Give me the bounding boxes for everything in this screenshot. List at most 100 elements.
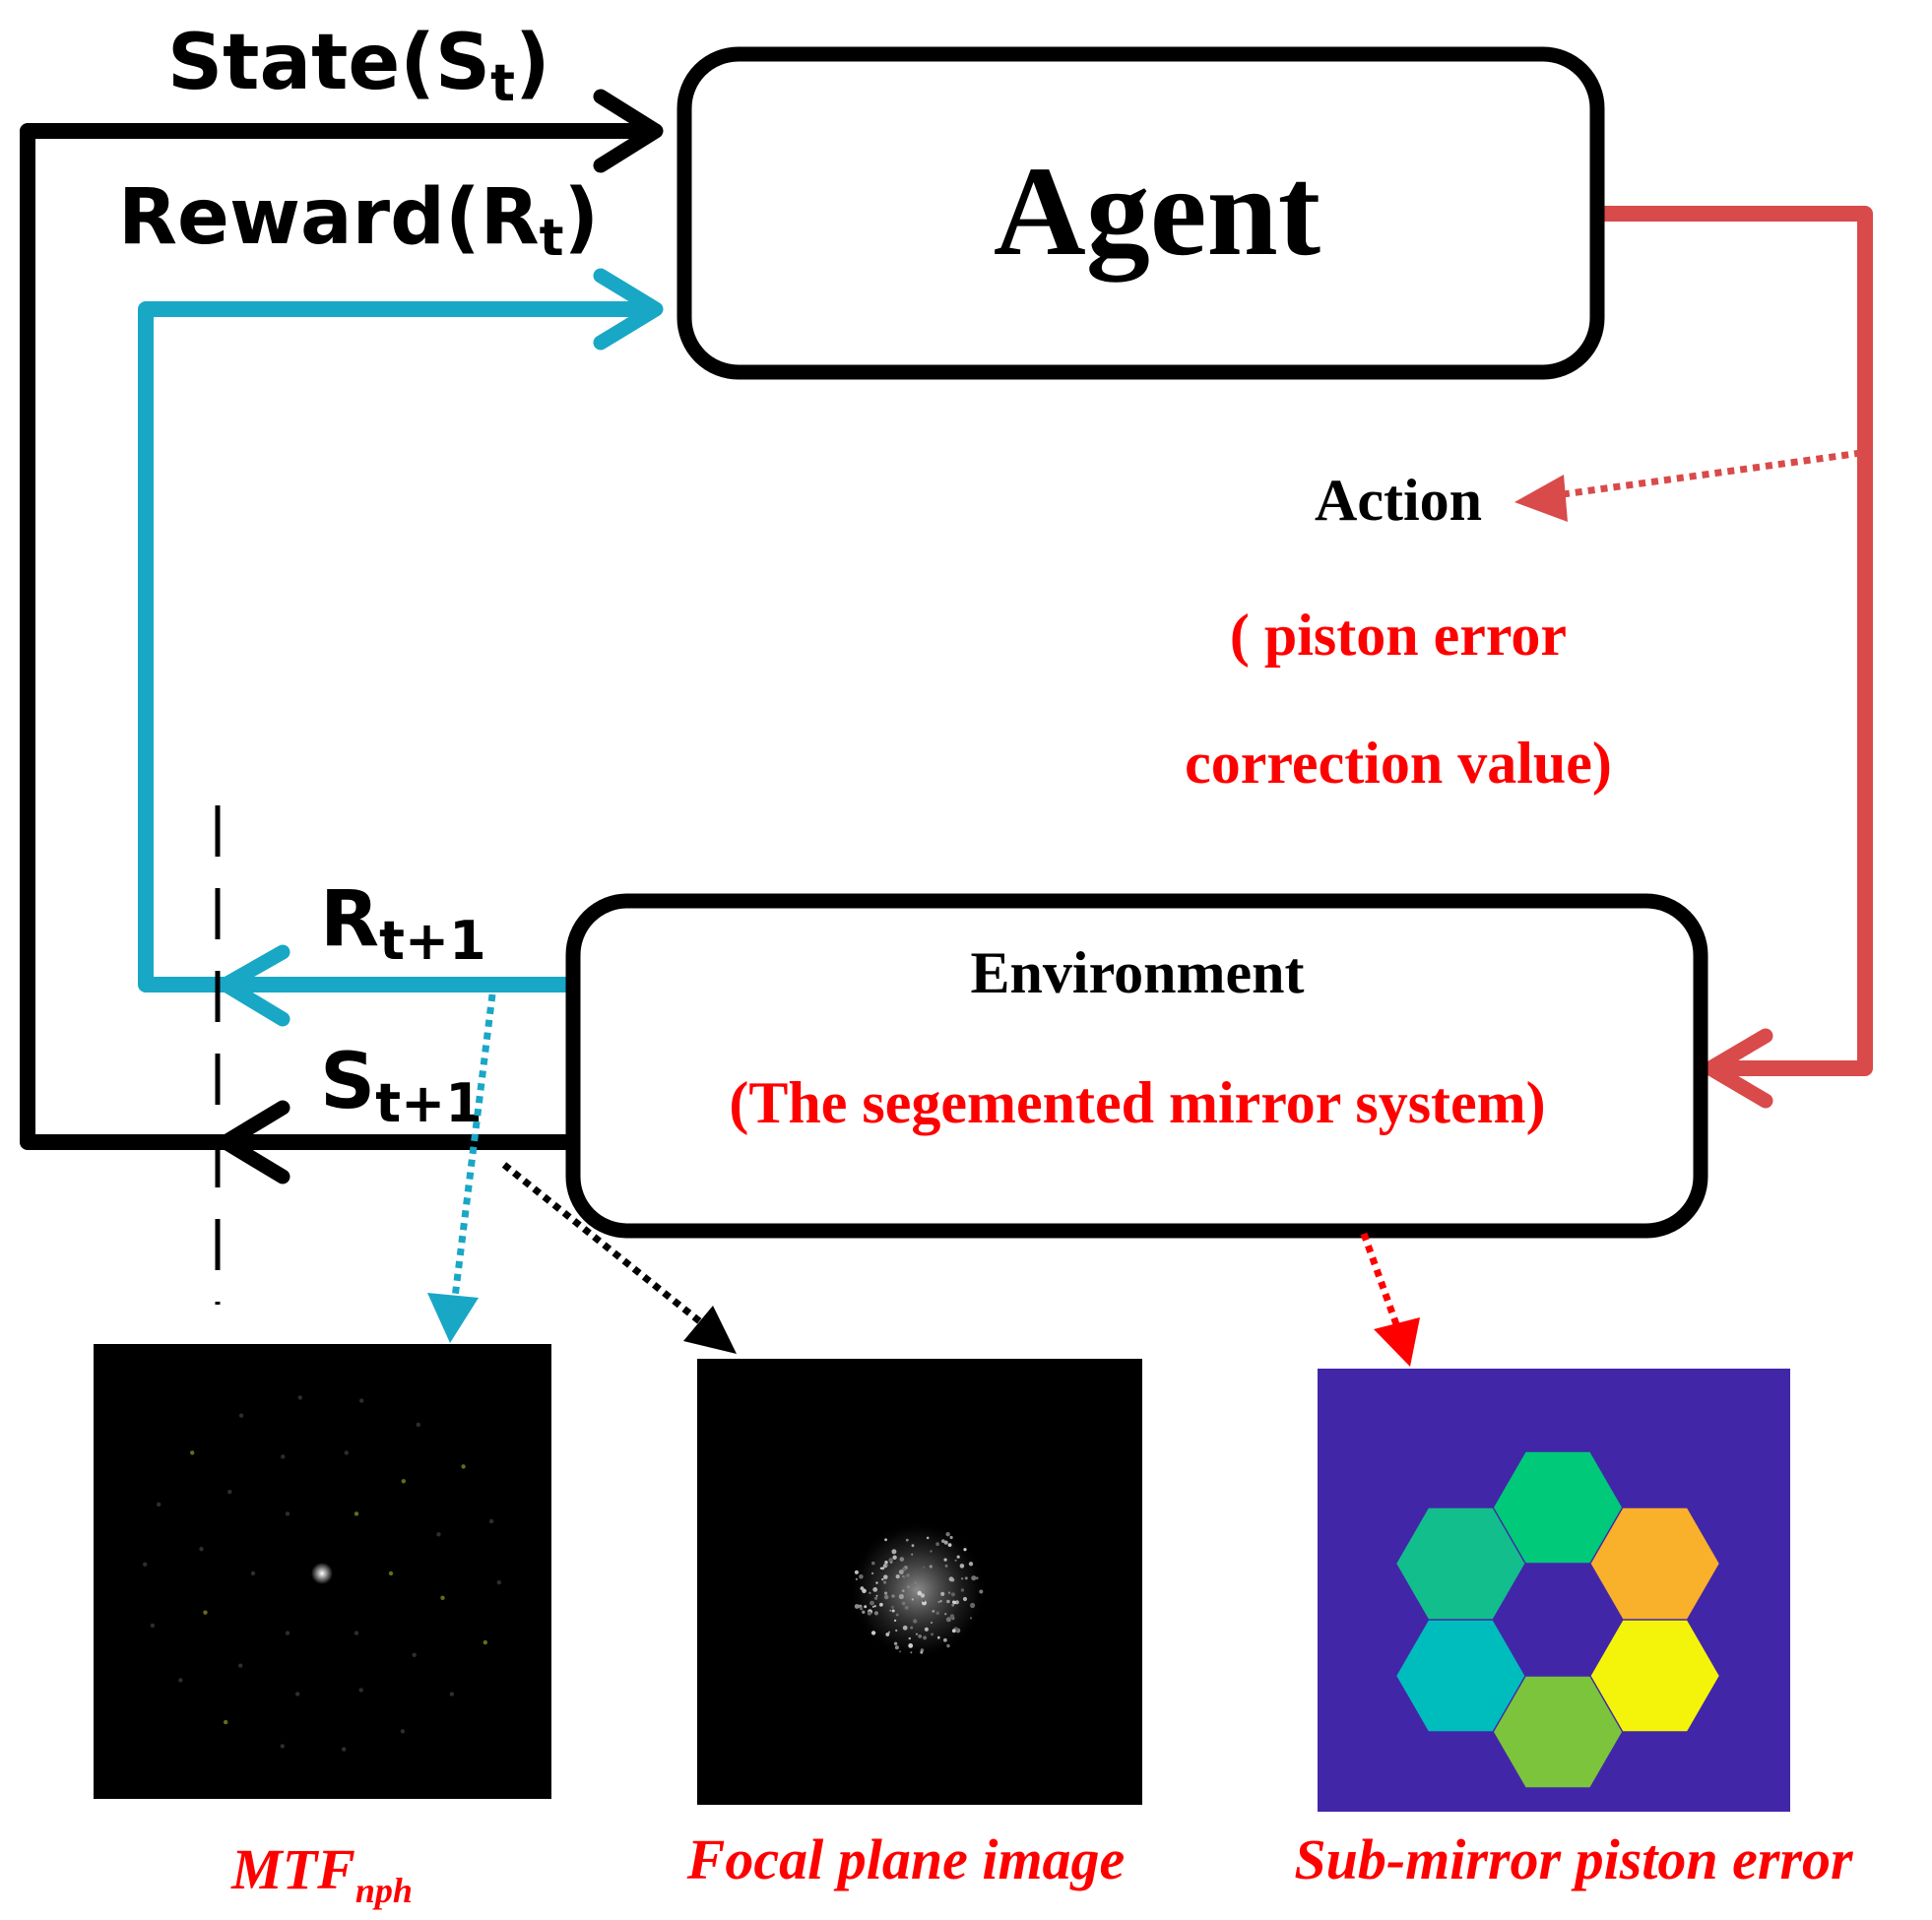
focal-speckle-dot [945, 1617, 951, 1623]
mtf-peak [342, 1747, 347, 1752]
focal-speckle-dot [951, 1603, 955, 1607]
mtf-peak [199, 1547, 204, 1552]
focal-speckle-dot [864, 1605, 868, 1609]
focal-speckle-dot [902, 1567, 907, 1571]
focal-speckle-dot [901, 1574, 905, 1578]
mtf-caption: MTFnph [230, 1837, 413, 1910]
action-title: Action [1315, 468, 1482, 533]
piston-segment-lower-right [1590, 1620, 1719, 1732]
mtf-peak [440, 1595, 445, 1601]
focal-speckle-dot [871, 1561, 875, 1566]
focal-speckle-dot [948, 1576, 954, 1582]
focal-speckle-dot [943, 1558, 947, 1562]
focal-speckle-dot [869, 1600, 874, 1606]
focal-speckle-dot [870, 1571, 874, 1575]
focal-speckle-dot [936, 1635, 940, 1639]
environment-title: Environment [971, 940, 1305, 1005]
focal-speckle [854, 1532, 984, 1654]
focal-speckle-dot [884, 1538, 887, 1542]
mtf-peak [227, 1490, 232, 1495]
focal-speckle-dot [891, 1549, 897, 1555]
focal-speckle-dot [891, 1594, 895, 1598]
mtf-peak [285, 1511, 290, 1516]
focal-speckle-dot [871, 1605, 874, 1608]
focal-speckle-dot [947, 1591, 951, 1594]
mtf-peak [157, 1502, 161, 1507]
mtf-peak [354, 1631, 359, 1635]
environment-box [565, 893, 1708, 1239]
r-next-label: Rt+1 [320, 875, 486, 972]
focal-speckle-dot [910, 1651, 913, 1654]
focal-speckle-dot [963, 1548, 967, 1552]
focal-speckle-dot [884, 1561, 888, 1565]
focal-speckle-dot [855, 1577, 859, 1580]
mtf-peak [412, 1652, 417, 1658]
focal-speckle-dot [891, 1609, 895, 1613]
focal-pointer-arrow [501, 1162, 737, 1354]
focal-speckle-dot [891, 1605, 895, 1609]
focal-speckle-dot [879, 1567, 883, 1569]
focal-speckle-dot [911, 1553, 914, 1556]
mtf-peak [281, 1454, 286, 1459]
mtf-peak [280, 1744, 285, 1749]
piston-segment-upper-left [1396, 1507, 1525, 1620]
mtf-peak [238, 1663, 243, 1668]
focal-speckle-dot [962, 1596, 968, 1602]
piston-hexagons [1396, 1451, 1719, 1788]
focal-speckle-dot [915, 1632, 919, 1635]
focal-speckle-dot [872, 1587, 878, 1592]
focal-speckle-dot [883, 1580, 887, 1584]
focal-speckle-dot [887, 1631, 891, 1633]
reward-label: Reward(Rt) [118, 173, 599, 268]
focal-speckle-dot [964, 1576, 968, 1580]
piston-error-image [1318, 1369, 1790, 1812]
mtf-peak [344, 1450, 349, 1455]
focal-speckle-dot [949, 1535, 953, 1540]
focal-speckle-dot [930, 1550, 933, 1553]
focal-speckle-dot [954, 1559, 957, 1562]
focal-speckle-dot [883, 1594, 889, 1600]
focal-speckle-dot [898, 1593, 905, 1600]
focal-speckle-dot [922, 1566, 926, 1568]
focal-speckle-dot [946, 1599, 950, 1604]
focal-speckle-dot [943, 1540, 948, 1545]
mtf-peak [436, 1532, 441, 1537]
focal-speckle-dot [929, 1565, 933, 1568]
focal-speckle-dot [908, 1643, 914, 1648]
mtf-peak [203, 1610, 208, 1615]
focal-speckle-dot [956, 1555, 960, 1559]
focal-speckle-dot [893, 1641, 898, 1646]
agent-title: Agent [994, 141, 1320, 283]
focal-speckle-dot [910, 1626, 914, 1630]
focal-speckle-dot [945, 1532, 950, 1537]
focal-speckle-dot [905, 1538, 909, 1542]
focal-speckle-dot [907, 1585, 910, 1589]
focal-speckle-dot [969, 1617, 973, 1620]
focal-speckle-dot [968, 1562, 974, 1567]
focal-speckle-dot [854, 1569, 859, 1574]
focal-speckle-dot [951, 1629, 956, 1633]
focal-speckle-dot [908, 1636, 911, 1640]
mtf-peak [461, 1464, 466, 1469]
focal-speckle-dot [979, 1589, 984, 1594]
focal-speckle-dot [859, 1574, 864, 1579]
focal-speckle-dot [875, 1594, 878, 1597]
mtf-peak [224, 1719, 228, 1725]
focal-speckle-dot [862, 1610, 866, 1615]
focal-speckle-dot [889, 1609, 892, 1612]
mtf-peak [285, 1631, 290, 1635]
focal-speckle-dot [950, 1592, 955, 1597]
focal-speckle-dot [970, 1602, 976, 1609]
focal-speckle-dot [901, 1601, 906, 1606]
mtf-peak [358, 1688, 363, 1693]
focal-speckle-dot [931, 1622, 933, 1624]
focal-speckle-dot [959, 1564, 965, 1568]
piston-segment-bottom [1494, 1676, 1622, 1788]
mtf-peak [238, 1413, 244, 1418]
focal-speckle-dot [931, 1632, 934, 1636]
focal-speckle-dot [892, 1555, 897, 1561]
focal-speckle-dot [901, 1589, 905, 1592]
focal-speckle-dot [875, 1581, 878, 1584]
focal-speckle-dot [895, 1613, 899, 1617]
